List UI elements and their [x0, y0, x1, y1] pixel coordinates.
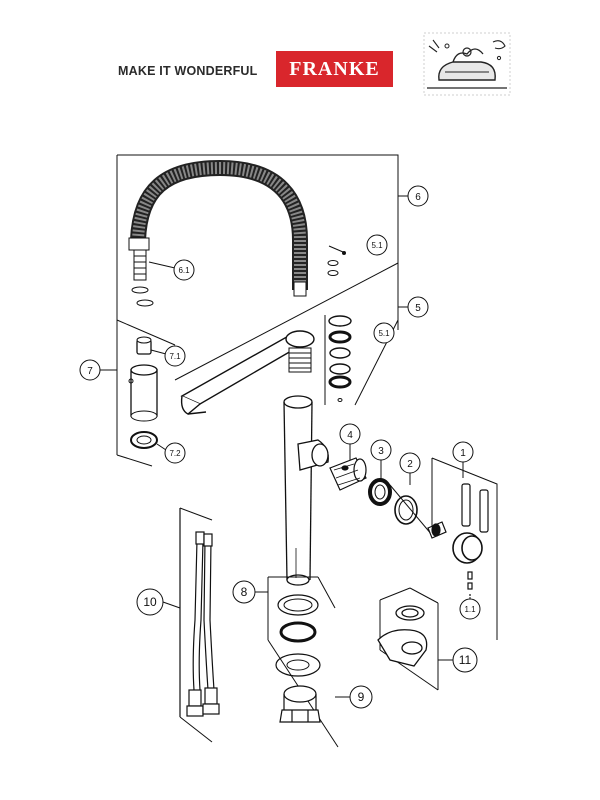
callout-5-label: 5 [415, 303, 421, 314]
callout-11: 11 [438, 647, 478, 673]
ring-2 [389, 484, 433, 536]
callout-7-2-label: 7.2 [169, 449, 181, 458]
callout-5-1-top-label: 5.1 [371, 241, 383, 250]
ring-3 [368, 478, 392, 506]
callout-8-label: 8 [241, 585, 248, 599]
callout-7-label: 7 [87, 366, 93, 377]
callout-9-label: 9 [358, 690, 365, 704]
callout-10-label: 10 [143, 595, 157, 609]
callout-1-1: 1.1 [459, 597, 481, 620]
callout-6-label: 6 [415, 192, 421, 203]
callout-8: 8 [232, 580, 268, 604]
brand-name: FRANKE [289, 57, 380, 80]
callout-5: 5 [398, 296, 429, 318]
cleaning-sponge-icon [423, 32, 511, 96]
handle-assembly [427, 457, 498, 640]
base-plate [377, 587, 439, 691]
logo-background [276, 51, 393, 87]
callout-2-label: 2 [407, 459, 413, 470]
callout-3: 3 [370, 439, 392, 480]
callout-9: 9 [335, 685, 373, 709]
group-5-bracket-top [174, 262, 399, 381]
callout-7-1-label: 7.1 [169, 352, 181, 361]
tagline: MAKE IT WONDERFUL [118, 64, 258, 78]
hose-connector [128, 237, 150, 251]
callout-7: 7 [79, 359, 117, 381]
callout-1-1-label: 1.1 [464, 605, 476, 614]
faucet-body [283, 395, 329, 586]
callout-4: 4 [339, 423, 361, 460]
callout-5-1-top: 5.1 [366, 234, 388, 256]
cartridge [329, 457, 367, 491]
side-spray-group [116, 319, 176, 467]
callout-7-1: 7.1 [150, 345, 186, 367]
callout-3-label: 3 [378, 446, 384, 457]
page-header: MAKE IT WONDERFUL FRANKE [0, 0, 600, 120]
callout-7-2: 7.2 [156, 442, 186, 464]
washer-set [267, 576, 336, 677]
callout-6-1: 6.1 [148, 259, 195, 281]
spout-assembly [174, 262, 399, 415]
callout-4-label: 4 [347, 430, 353, 441]
callout-11-label: 11 [459, 653, 472, 667]
callout-6-1-label: 6.1 [178, 266, 190, 275]
callout-1: 1 [452, 441, 474, 478]
hose-assembly [116, 154, 399, 330]
callout-5-1: 5.1 [373, 322, 395, 344]
callout-6: 6 [398, 185, 429, 207]
callout-10: 10 [136, 588, 181, 616]
mounting-nut [267, 639, 339, 748]
callout-1-label: 1 [460, 448, 466, 459]
callout-2: 2 [399, 452, 421, 485]
franke-logo: FRANKE [276, 51, 393, 87]
supply-hoses [179, 507, 220, 743]
callout-5-1-label: 5.1 [378, 329, 390, 338]
